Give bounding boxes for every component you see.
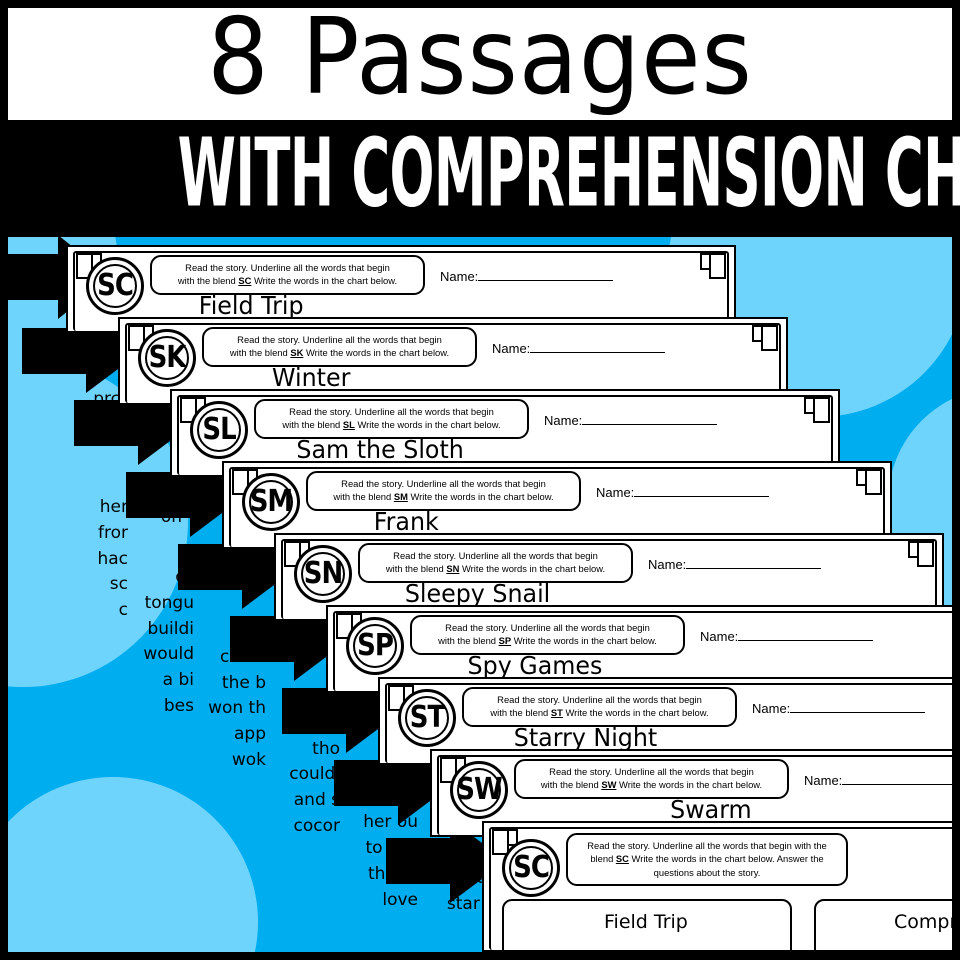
- blend-label: SN: [303, 556, 343, 592]
- blend-label: ST: [409, 700, 445, 736]
- story-title: Field Trip: [198, 291, 304, 320]
- sheet-border: [281, 539, 937, 619]
- corner-notch-left: [492, 829, 509, 855]
- name-field[interactable]: Name:: [492, 341, 666, 356]
- blend-badge: SC: [502, 839, 560, 897]
- badge-inner-ring: [93, 264, 137, 308]
- instruction-box: Read the story. Underline all the words …: [358, 543, 633, 583]
- comprehension-panel: [814, 899, 952, 950]
- story-title: Sleepy Snail: [404, 579, 551, 608]
- blend-badge: SP: [346, 617, 404, 675]
- instruction-box: Read the story. Underline all the words …: [566, 833, 848, 887]
- corner-notch-right: [813, 397, 830, 423]
- subtitle-band: WITH COMPREHENSION CHECKS: [0, 120, 960, 237]
- badge-inner-ring: [301, 552, 345, 596]
- badge-inner-ring: [145, 336, 189, 380]
- blend-badge: SW: [450, 761, 508, 819]
- sheet-border: [333, 611, 952, 691]
- blend-badge: SM: [242, 473, 300, 531]
- badge-inner-ring: [197, 408, 241, 452]
- sheet-border: [125, 323, 781, 403]
- instruction-box: Read the story. Underline all the words …: [514, 759, 789, 799]
- product-preview-scene: prc her fror hac sc c g on cc tongu buil…: [8, 237, 952, 952]
- blend-badge: SL: [190, 401, 248, 459]
- sheet-border: [73, 251, 729, 331]
- badge-inner-ring: [457, 768, 501, 812]
- story-title: Frank: [373, 507, 439, 536]
- name-field[interactable]: Name:: [544, 413, 718, 428]
- name-field[interactable]: Name:: [752, 701, 926, 716]
- instruction-box: Read the story. Underline all the words …: [462, 687, 737, 727]
- blend-label: SW: [456, 772, 502, 808]
- blend-label: SK: [148, 340, 187, 376]
- page-subtitle: WITH COMPREHENSION CHECKS: [177, 120, 960, 228]
- blend-label: SL: [202, 412, 236, 448]
- sheet-border: [385, 683, 952, 763]
- blend-badge: ST: [398, 689, 456, 747]
- name-field[interactable]: Name:: [700, 629, 874, 644]
- blend-label: SC: [97, 268, 134, 304]
- sheet-border: [489, 827, 952, 950]
- blend-label: SM: [249, 484, 294, 520]
- blend-badge: SN: [294, 545, 352, 603]
- corner-notch-right: [761, 325, 778, 351]
- worksheet-card-sc-comprehension[interactable]: SC Read the story. Underline all the wor…: [482, 821, 952, 952]
- story-title: Swarm: [670, 795, 752, 824]
- name-field[interactable]: Name:: [440, 269, 614, 284]
- story-title: Spy Games: [467, 651, 603, 680]
- story-title: Winter: [272, 363, 351, 392]
- blend-label: SP: [357, 628, 394, 664]
- instruction-box: Read the story. Underline all the words …: [306, 471, 581, 511]
- name-field[interactable]: Name:: [648, 557, 822, 572]
- name-field[interactable]: Name:: [804, 773, 952, 788]
- name-field[interactable]: Name:: [596, 485, 770, 500]
- badge-inner-ring: [405, 696, 449, 740]
- corner-notch-right: [709, 253, 726, 279]
- bottom-story-title: Field Trip: [604, 911, 688, 933]
- badge-inner-ring: [249, 480, 293, 524]
- sheet-border: [437, 755, 952, 835]
- page-title: 8 Passages: [207, 8, 753, 118]
- corner-notch-right: [865, 469, 882, 495]
- instruction-box: Read the story. Underline all the words …: [410, 615, 685, 655]
- corner-notch-right: [917, 541, 934, 567]
- sheet-border: [177, 395, 833, 475]
- story-title: Sam the Sloth: [296, 435, 464, 464]
- instruction-box: Read the story. Underline all the words …: [254, 399, 529, 439]
- badge-inner-ring: [353, 624, 397, 668]
- bottom-comprehension-title: Compr: [894, 911, 952, 933]
- blend-badge: SC: [86, 257, 144, 315]
- story-panel: [502, 899, 792, 950]
- title-band: 8 Passages: [8, 8, 952, 120]
- instruction-box: Read the story. Underline all the words …: [150, 255, 425, 295]
- badge-inner-ring: [509, 846, 553, 890]
- blend-badge: SK: [138, 329, 196, 387]
- sheet-border: [229, 467, 885, 547]
- blend-label: SC: [513, 850, 550, 886]
- story-title: Starry Night: [513, 723, 658, 752]
- instruction-box: Read the story. Underline all the words …: [202, 327, 477, 367]
- peek-text-column: her fror hac sc c: [97, 497, 128, 621]
